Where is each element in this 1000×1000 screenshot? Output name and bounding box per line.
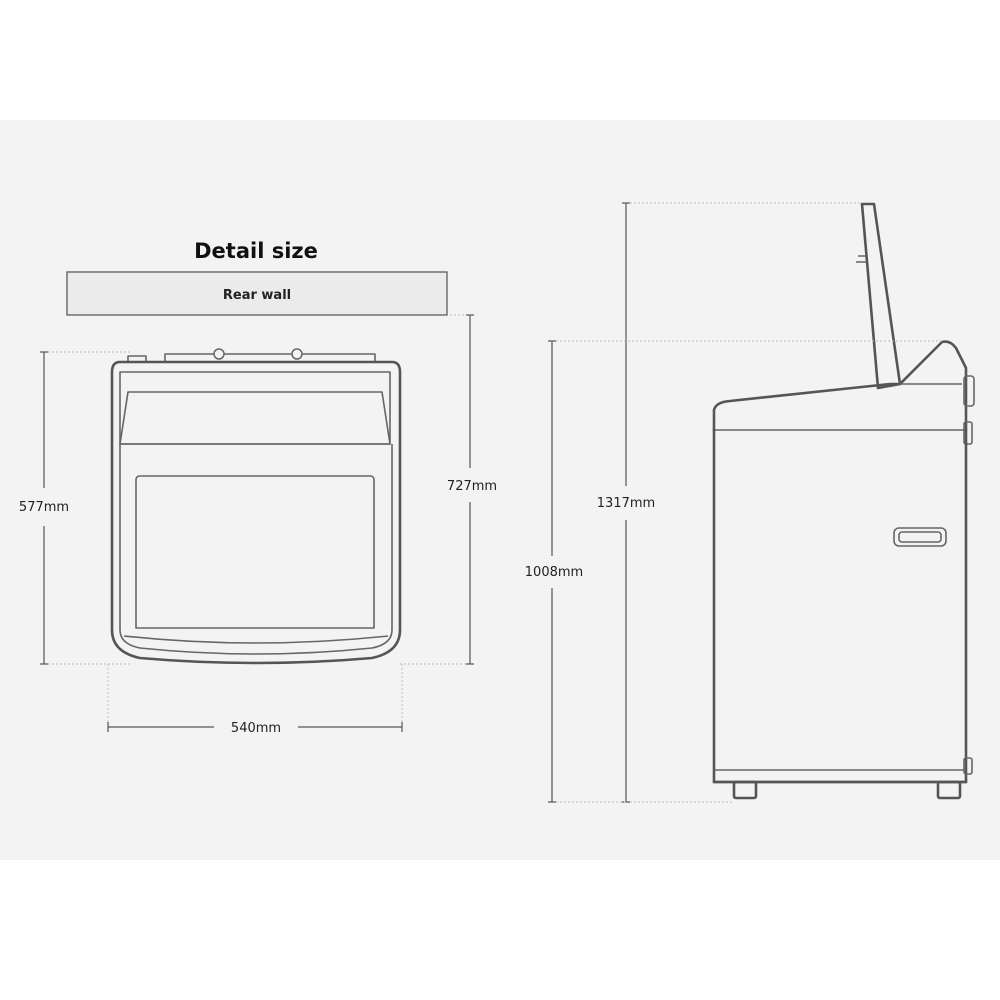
washer-side-view: [712, 202, 975, 800]
label-1317mm: 1317mm: [597, 496, 655, 511]
dimension-577: 577mm: [19, 351, 130, 665]
dimension-1008: 1008mm: [525, 340, 944, 803]
label-577mm: 577mm: [19, 500, 69, 515]
diagram-background: [0, 120, 1000, 860]
washer-top-view: [110, 348, 402, 665]
rear-wall-label: Rear wall: [223, 288, 291, 303]
dimension-1317: 1317mm: [597, 202, 862, 803]
label-540mm: 540mm: [231, 721, 281, 736]
dimension-727: 727mm: [400, 314, 497, 665]
diagram-title: Detail size: [194, 239, 318, 263]
label-1008mm: 1008mm: [525, 565, 583, 580]
rear-wall-bar: [66, 271, 448, 316]
dimension-540: 540mm: [107, 664, 403, 736]
label-727mm: 727mm: [447, 479, 497, 494]
